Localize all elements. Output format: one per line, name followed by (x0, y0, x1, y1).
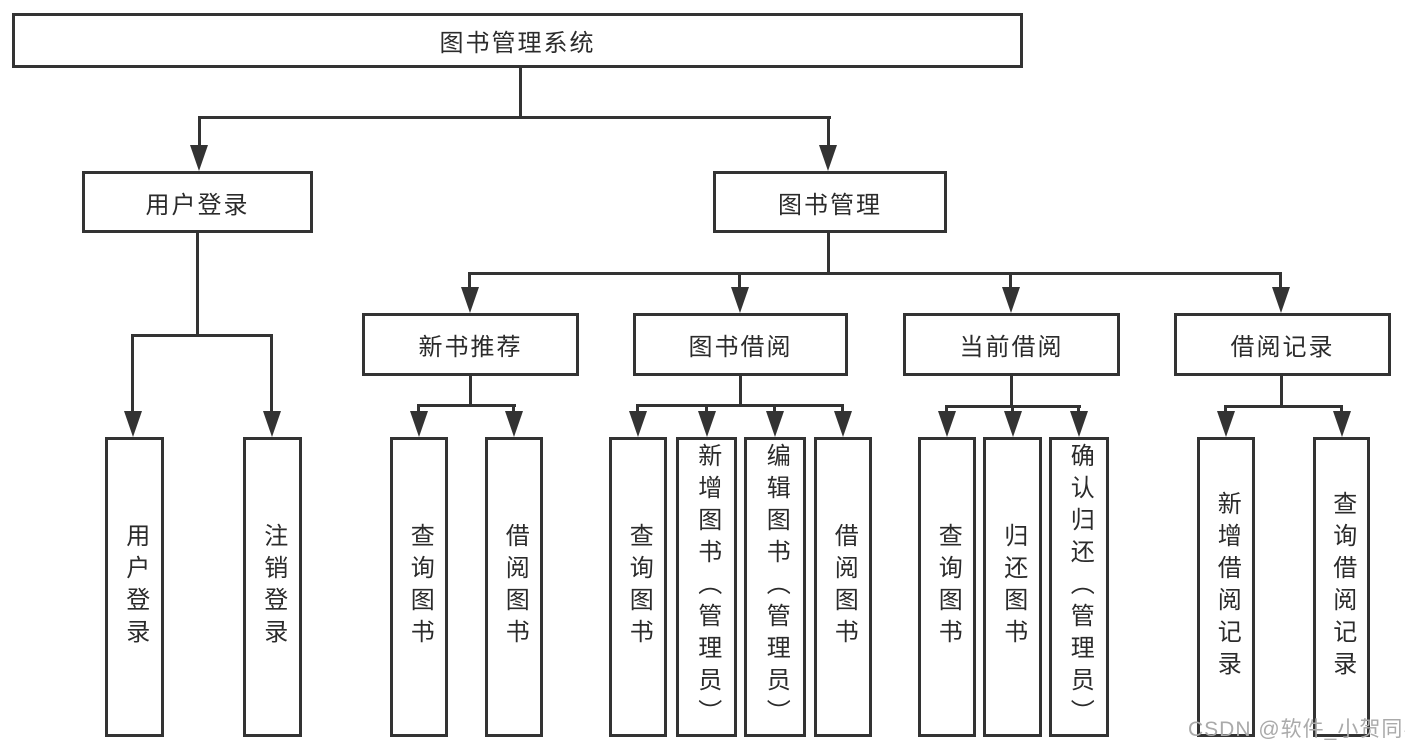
arrowhead-down (1272, 287, 1290, 313)
leaf-logout: 注销登录 (243, 437, 302, 737)
leaf-borrow-book: 借阅图书 (485, 437, 543, 737)
arrowhead-down (629, 411, 647, 437)
arrowhead-down (1333, 411, 1351, 437)
csdn-watermark: CSDN @软件_小贺同学 (1188, 718, 1405, 741)
node-current-borrowing: 当前借阅 (903, 313, 1120, 376)
edge-book-borrowing-bus (636, 404, 844, 407)
leaf-label: 借阅图书 (501, 523, 529, 651)
leaf-borrow-book: 借阅图书 (814, 437, 872, 737)
edge-level2-bus (198, 116, 831, 119)
edge-to-borrowing-records (1279, 272, 1282, 288)
leaf-label: 确认归还（管理员） (1066, 443, 1094, 731)
arrowhead-down (1004, 411, 1022, 437)
arrowhead-down (1070, 411, 1088, 437)
leaf-label: 借阅图书 (830, 523, 858, 651)
node-root-label: 图书管理系统 (439, 30, 596, 57)
leaf-user-login: 用户登录 (105, 437, 164, 737)
edge-user-login-down (196, 233, 199, 335)
node-label: 当前借阅 (959, 334, 1064, 361)
leaf-label: 用户登录 (121, 523, 149, 651)
edge-to-leaf (705, 404, 708, 413)
leaf-add-book-admin: 新增图书（管理员） (676, 437, 737, 737)
arrowhead-down (819, 145, 837, 171)
node-label: 用户登录 (145, 191, 250, 219)
edge-to-leaf (841, 404, 844, 413)
leaf-query-books: 查询图书 (918, 437, 976, 737)
leaf-label: 查询图书 (934, 523, 962, 651)
edge-to-new-book-recommend (468, 272, 471, 288)
edge-to-current-borrowing (1009, 272, 1012, 288)
node-borrowing-records: 借阅记录 (1174, 313, 1391, 376)
edge-to-leaf (1077, 405, 1080, 413)
node-label: 借阅记录 (1230, 334, 1335, 361)
leaf-label: 查询图书 (625, 523, 653, 651)
edge-to-user-login (198, 116, 201, 146)
arrowhead-down (124, 411, 142, 437)
edge-to-leaf (945, 405, 948, 413)
edge-book-borrowing-down (739, 376, 742, 406)
edge-borrowing-records-bus (1224, 405, 1343, 408)
arrowhead-down (1002, 287, 1020, 313)
leaf-query-books: 查询图书 (390, 437, 448, 737)
leaf-label: 查询图书 (406, 523, 434, 651)
arrowhead-down (263, 411, 281, 437)
arrowhead-down (731, 287, 749, 313)
leaf-label: 注销登录 (259, 523, 287, 651)
edge-to-leaf (636, 404, 639, 413)
edge-new-book-recommend-down (469, 376, 472, 406)
edge-to-leaf (773, 404, 776, 413)
edge-user-login-bus (131, 334, 273, 337)
edge-to-leaf (417, 404, 420, 413)
node-label: 图书管理 (778, 191, 882, 219)
leaf-edit-book-admin: 编辑图书（管理员） (744, 437, 806, 737)
leaf-label: 新增图书（管理员） (693, 443, 721, 731)
arrowhead-down (1217, 411, 1235, 437)
leaf-query-books: 查询图书 (609, 437, 667, 737)
arrowhead-down (190, 145, 208, 171)
edge-to-leaf (512, 404, 515, 413)
arrowhead-down (410, 411, 428, 437)
node-book-management: 图书管理 (713, 171, 947, 233)
node-user-login: 用户登录 (82, 171, 313, 233)
leaf-return-book: 归还图书 (983, 437, 1042, 737)
edge-to-leaf (270, 334, 273, 412)
edge-book-management-down (827, 232, 830, 273)
leaf-label: 新增借阅记录 (1213, 491, 1241, 683)
leaf-label: 查询借阅记录 (1328, 491, 1356, 683)
arrowhead-down (766, 411, 784, 437)
edge-to-leaf (1340, 405, 1343, 413)
arrowhead-down (505, 411, 523, 437)
leaf-label: 归还图书 (999, 523, 1027, 651)
edge-to-book-management (827, 116, 830, 146)
edge-new-book-recommend-bus (417, 404, 516, 407)
leaf-confirm-return-admin: 确认归还（管理员） (1049, 437, 1109, 737)
node-new-book-recommend: 新书推荐 (362, 313, 579, 376)
node-label: 图书借阅 (688, 334, 793, 361)
arrowhead-down (461, 287, 479, 313)
arrowhead-down (698, 411, 716, 437)
arrowhead-down (938, 411, 956, 437)
leaf-add-borrow-record: 新增借阅记录 (1197, 437, 1255, 737)
edge-to-book-borrowing (738, 272, 741, 288)
edge-to-leaf (1224, 405, 1227, 413)
edge-to-leaf (131, 334, 134, 412)
edge-to-leaf (1011, 405, 1014, 413)
node-book-borrowing: 图书借阅 (633, 313, 848, 376)
leaf-query-borrow-record: 查询借阅记录 (1313, 437, 1370, 737)
leaf-label: 编辑图书（管理员） (762, 443, 790, 731)
node-label: 新书推荐 (418, 334, 523, 361)
edge-borrowing-records-down (1280, 376, 1283, 407)
edge-level3-bus (468, 272, 1282, 275)
arrowhead-down (834, 411, 852, 437)
edge-current-borrowing-down (1010, 376, 1013, 407)
node-root: 图书管理系统 (12, 13, 1023, 68)
edge-root-down (519, 68, 522, 117)
